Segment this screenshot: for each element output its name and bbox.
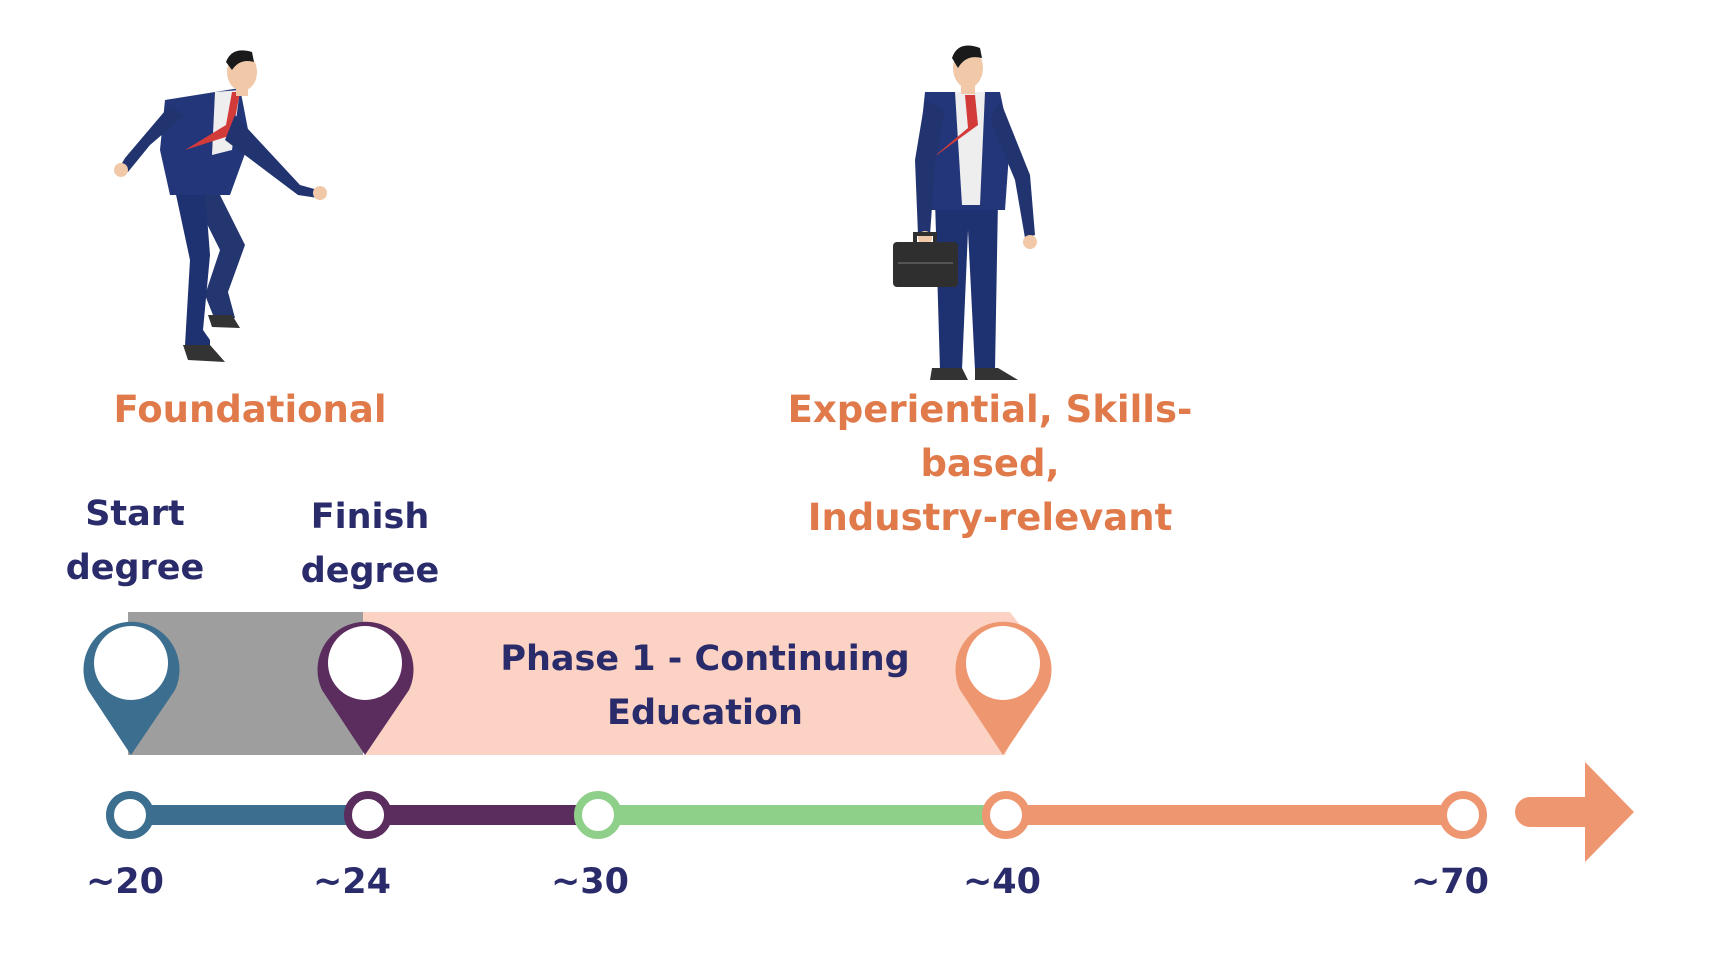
milestone-finish-line1: Finish — [310, 497, 430, 537]
stage-foundational-text: Foundational — [113, 388, 387, 431]
milestone-finish-degree: Finish degree — [285, 490, 455, 598]
timeline-node-30 — [574, 791, 622, 839]
phase1-line1: Phase 1 - Continuing — [500, 639, 910, 679]
stage-experiential-line2: Industry-relevant — [807, 496, 1173, 539]
timeline-node-70 — [1439, 791, 1487, 839]
stage-foundational: Foundational — [100, 383, 400, 437]
stage-experiential: Experiential, Skills-based, Industry-rel… — [720, 383, 1260, 545]
age-label-20: ~20 — [85, 862, 165, 902]
age-label-70: ~70 — [1410, 862, 1490, 902]
milestone-start-line1: Start — [85, 494, 185, 534]
milestone-finish-line2: degree — [300, 551, 440, 591]
arrow-right-icon — [1515, 762, 1634, 862]
phase1-line2: Education — [607, 693, 803, 733]
finish-degree-pin — [317, 621, 414, 755]
phase1-label: Phase 1 - Continuing Education — [480, 632, 930, 740]
timeline-node-40 — [982, 791, 1030, 839]
businessman-running-icon — [114, 50, 327, 362]
businessman-with-briefcase-icon — [893, 45, 1037, 380]
start-degree-pin — [83, 621, 180, 755]
age-label-40: ~40 — [962, 862, 1042, 902]
timeline-node-24 — [344, 791, 392, 839]
timeline-node-20 — [106, 791, 154, 839]
phase1-end-pin — [955, 621, 1052, 755]
stage-experiential-line1: Experiential, Skills-based, — [787, 388, 1193, 485]
phase1-band — [360, 612, 1048, 755]
milestone-start-degree: Start degree — [50, 487, 220, 595]
milestone-start-line2: degree — [65, 548, 205, 588]
age-label-24: ~24 — [312, 862, 392, 902]
age-label-30: ~30 — [550, 862, 630, 902]
